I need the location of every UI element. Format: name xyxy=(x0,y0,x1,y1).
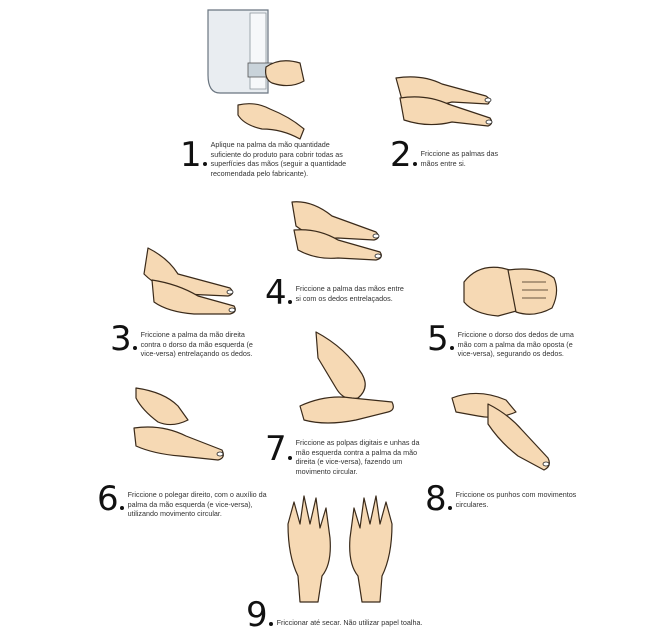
bullet-dot xyxy=(119,506,124,510)
step-number: 7 xyxy=(265,429,287,469)
step-5: 5 Friccione o dorso dos dedos de uma mão… xyxy=(427,319,578,359)
step-8: 8 Friccione os punhos com movimentos cir… xyxy=(425,479,586,519)
step-3: 3 Friccione a palma da mão direita contr… xyxy=(110,319,261,359)
step-number: 4 xyxy=(265,273,287,313)
step-text: Friccione as polpas digitais e unhas da … xyxy=(295,438,420,476)
step-number: 5 xyxy=(427,319,449,359)
step-text: Friccione o polegar direito, com o auxíl… xyxy=(127,490,267,519)
step-2: 2 Friccione as palmas das mãos entre si. xyxy=(390,135,501,175)
bullet-dot xyxy=(202,162,207,166)
step-text: Friccionar até secar. Não utilizar papel… xyxy=(276,618,423,627)
thumb-rotation-illustration xyxy=(133,387,224,461)
dispenser-illustration xyxy=(207,9,305,140)
step-number: 8 xyxy=(425,479,447,519)
step-number: 3 xyxy=(110,319,132,359)
bullet-dot xyxy=(412,162,417,166)
step-number: 2 xyxy=(390,135,412,175)
palms-rubbing-illustration xyxy=(395,76,493,127)
bullet-dot xyxy=(268,622,273,626)
step-text: Friccione a palma da mão direita contra … xyxy=(140,330,253,359)
interlaced-palms-illustration xyxy=(291,201,382,261)
fingertips-in-palm-illustration xyxy=(299,331,394,424)
step-number: 6 xyxy=(97,479,119,519)
bullet-dot xyxy=(287,456,292,460)
interlocked-fingers-illustration xyxy=(463,266,558,317)
step-text: Friccione o dorso dos dedos de uma mão c… xyxy=(457,330,574,359)
step-1: 1 Aplique na palma da mão quantidade suf… xyxy=(180,135,361,178)
step-6: 6 Friccione o polegar direito, com o aux… xyxy=(97,479,268,519)
step-text: Friccione os punhos com movimentos circu… xyxy=(455,490,577,509)
bullet-dot xyxy=(449,346,454,350)
step-text: Aplique na palma da mão quantidade sufic… xyxy=(210,140,347,178)
step-7: 7 Friccione as polpas digitais e unhas d… xyxy=(265,429,426,476)
step-4: 4 Friccione a palma das mãos entre si co… xyxy=(265,273,411,313)
step-text: Friccione a palma das mãos entre si com … xyxy=(295,284,404,303)
wrist-rubbing-illustration xyxy=(451,392,550,471)
step-9: 9 Friccionar até secar. Não utilizar pap… xyxy=(246,595,447,635)
bullet-dot xyxy=(132,346,137,350)
bullet-dot xyxy=(447,506,452,510)
dry-hands-illustration xyxy=(287,495,393,603)
step-text: Friccione as palmas das mãos entre si. xyxy=(420,149,499,168)
step-number: 9 xyxy=(246,595,268,635)
step-number: 1 xyxy=(180,135,202,175)
bullet-dot xyxy=(287,300,292,304)
palm-over-dorsum-illustration xyxy=(143,247,236,315)
